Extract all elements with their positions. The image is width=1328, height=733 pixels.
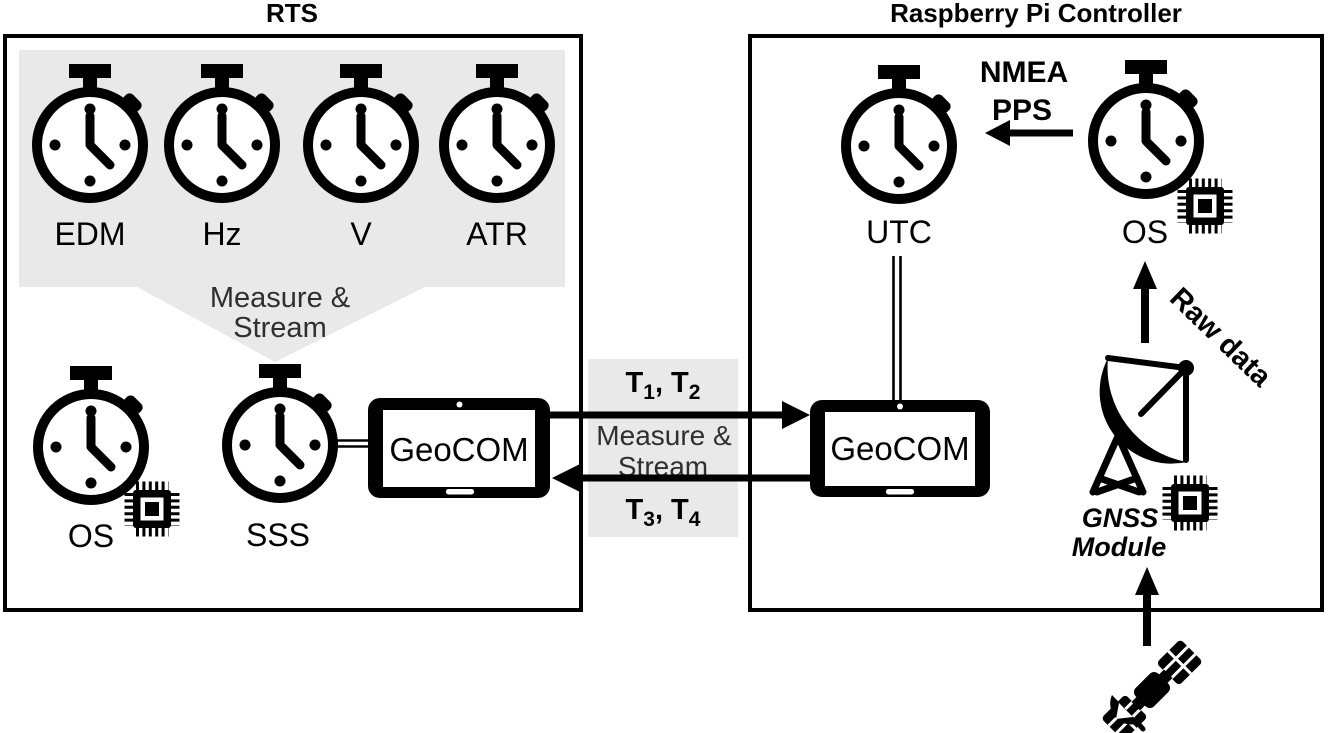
- tablet-home-bar: [446, 489, 474, 495]
- gnss-label-line2: Module: [1072, 532, 1167, 562]
- raspberry-pi-panel: Raspberry Pi Controller UTC OS NMEA PPS …: [748, 0, 1324, 612]
- measure-stream-arrow-left: [552, 464, 810, 492]
- arrowhead-left: [552, 464, 580, 492]
- rts-panel: RTS EDM Hz V ATR Measure & Stream OS SSS: [3, 0, 583, 612]
- funnel-caption-line1: Measure &: [210, 282, 350, 314]
- rpi-geocom-label: GeoCOM: [830, 430, 969, 467]
- rts-panel-border: [3, 34, 583, 612]
- utc-geocom-link: [892, 256, 902, 400]
- stopwatch-icon-rts-os: [38, 366, 145, 500]
- tablet-camera-dot: [897, 403, 903, 410]
- rts-geocom-tablet: GeoCOM: [368, 398, 550, 498]
- arrowhead-raw-data: [1133, 261, 1157, 289]
- hz-label: Hz: [202, 216, 241, 252]
- edm-label: EDM: [54, 216, 125, 252]
- stopwatch-icon-sss: [227, 364, 334, 498]
- rts-os-label: OS: [68, 518, 114, 554]
- rpi-geocom-tablet: GeoCOM: [810, 400, 990, 497]
- raw-data-arrow: [1133, 261, 1157, 343]
- nmea-pps-arrow: [985, 120, 1073, 146]
- timestamps-t3-t4: T3, T4: [626, 494, 701, 531]
- rpi-os-label: OS: [1122, 214, 1168, 250]
- chip-icon-gnss: [1167, 480, 1213, 526]
- measure-stream-arrow-right: [550, 401, 810, 429]
- sensor-funnel-banner: [19, 50, 565, 362]
- pps-label: PPS: [992, 94, 1052, 127]
- arrowhead-right: [782, 401, 810, 429]
- stopwatch-icon-utc: [846, 65, 953, 199]
- chip-icon-rts-os: [129, 486, 175, 532]
- gnss-label-line1: GNSS: [1082, 503, 1159, 533]
- rts-geocom-label: GeoCOM: [389, 431, 528, 468]
- nmea-label: NMEA: [980, 56, 1068, 89]
- arrowhead-satellite: [1135, 567, 1159, 595]
- satellite-dish-icon: [1089, 355, 1194, 496]
- atr-label: ATR: [466, 216, 528, 252]
- chip-icon-rpi-os: [1182, 183, 1228, 229]
- raspberry-pi-panel-border: [748, 34, 1324, 612]
- arrowhead-nmea: [985, 120, 1010, 146]
- funnel-caption-line2: Stream: [233, 312, 326, 344]
- geocom-interface: T1, T2 Measure & Stream T3, T4: [550, 359, 810, 537]
- interface-gray-box: [588, 359, 738, 537]
- raspberry-pi-panel-title: Raspberry Pi Controller: [890, 0, 1182, 28]
- satellite-icon: [1102, 640, 1202, 733]
- sss-geocom-link: [337, 439, 368, 448]
- tablet-camera-dot: [456, 401, 463, 408]
- satellite-signal-arrow: [1135, 567, 1159, 646]
- stopwatch-icon-rpi-os: [1093, 60, 1200, 194]
- utc-label: UTC: [866, 214, 932, 250]
- interface-caption-line1: Measure &: [596, 420, 732, 451]
- sss-label: SSS: [246, 517, 310, 553]
- rts-panel-title: RTS: [266, 0, 318, 28]
- v-label: V: [350, 216, 372, 252]
- timestamps-t1-t2: T1, T2: [626, 367, 701, 404]
- tablet-home-bar: [886, 489, 914, 495]
